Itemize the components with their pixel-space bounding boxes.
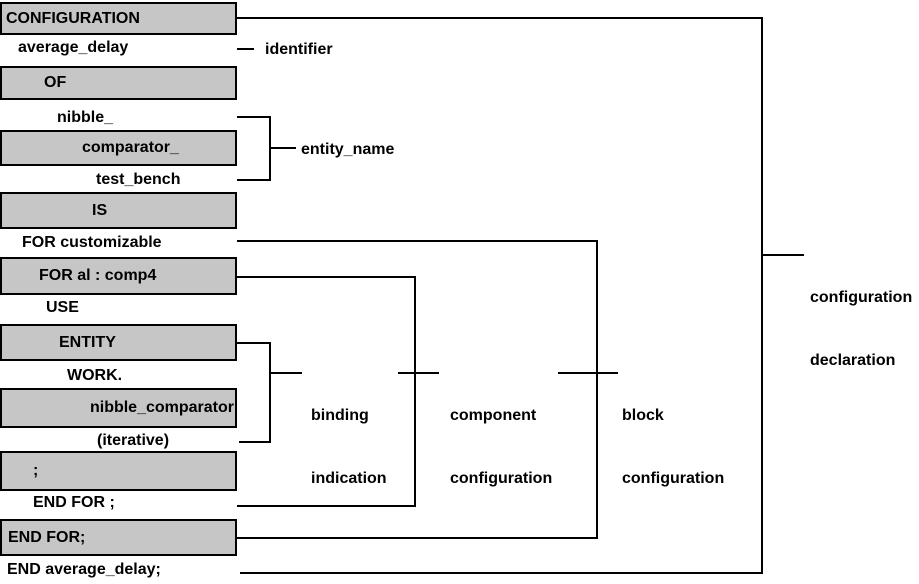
label-configuration-declaration-line2: declaration (810, 352, 896, 369)
syntax-box-semicolon: ; (0, 451, 237, 491)
label-configuration-declaration: configuration declaration (810, 245, 912, 413)
connector-configuration-top (237, 17, 763, 19)
connector-component-to-block (558, 372, 618, 374)
label-component-configuration-line1: component (450, 407, 537, 424)
syntax-box-entity: ENTITY (0, 324, 237, 361)
label-block-configuration-line2: configuration (622, 470, 725, 487)
bracket-configuration-declaration (761, 17, 763, 574)
connector-nibble (237, 116, 271, 118)
syntax-text-nibble: nibble_ (57, 109, 114, 126)
label-block-configuration: block configuration (622, 363, 724, 531)
syntax-box-comparator: comparator_ (0, 130, 237, 166)
label-binding-indication: binding indication (311, 363, 387, 531)
syntax-text-for-customizable: FOR customizable (22, 234, 162, 251)
label-identifier: identifier (265, 41, 333, 58)
connector-binding-left-stub (269, 372, 302, 374)
label-binding-indication-line1: binding (311, 407, 369, 424)
syntax-box-nibble-comparator: nibble_comparator (0, 388, 237, 428)
connector-configuration-declaration-stub (762, 254, 804, 256)
label-component-configuration-line2: configuration (450, 470, 553, 487)
bracket-binding-indication (269, 342, 271, 443)
bracket-block-configuration (596, 240, 598, 539)
connector-end-for-inner (237, 505, 416, 507)
connector-for-al-comp4 (237, 276, 416, 278)
connector-entity-name-stub (269, 147, 296, 149)
connector-end-average-delay (240, 572, 763, 574)
connector-iterative (239, 441, 271, 443)
syntax-box-end-for: END FOR; (0, 519, 237, 556)
label-binding-indication-line2: indication (311, 470, 387, 487)
syntax-text-use: USE (46, 299, 79, 316)
syntax-text-iterative: (iterative) (97, 432, 170, 449)
syntax-text-average-delay: average_delay (18, 39, 129, 56)
syntax-text-end-average-delay: END average_delay; (7, 561, 161, 578)
syntax-text-test-bench: test_bench (96, 171, 181, 188)
connector-test-bench (237, 179, 271, 181)
connector-end-for-outer (237, 537, 598, 539)
syntax-box-for-al-comp4: FOR al : comp4 (0, 257, 237, 295)
connector-entity (237, 342, 271, 344)
label-component-configuration: component configuration (450, 363, 552, 531)
label-configuration-declaration-line1: configuration (810, 289, 913, 306)
syntax-box-configuration: CONFIGURATION (0, 2, 237, 35)
syntax-box-is: IS (0, 192, 237, 229)
syntax-text-end-for: END FOR ; (33, 494, 115, 511)
syntax-text-work: WORK. (67, 367, 123, 384)
connector-binding-to-component (398, 372, 439, 374)
connector-identifier-dash (237, 48, 254, 50)
syntax-box-of: OF (0, 66, 237, 100)
bracket-component-configuration (414, 276, 416, 507)
label-block-configuration-line1: block (622, 407, 664, 424)
bracket-entity-name (269, 116, 271, 181)
connector-for-customizable (237, 240, 598, 242)
label-entity-name: entity_name (301, 141, 395, 158)
